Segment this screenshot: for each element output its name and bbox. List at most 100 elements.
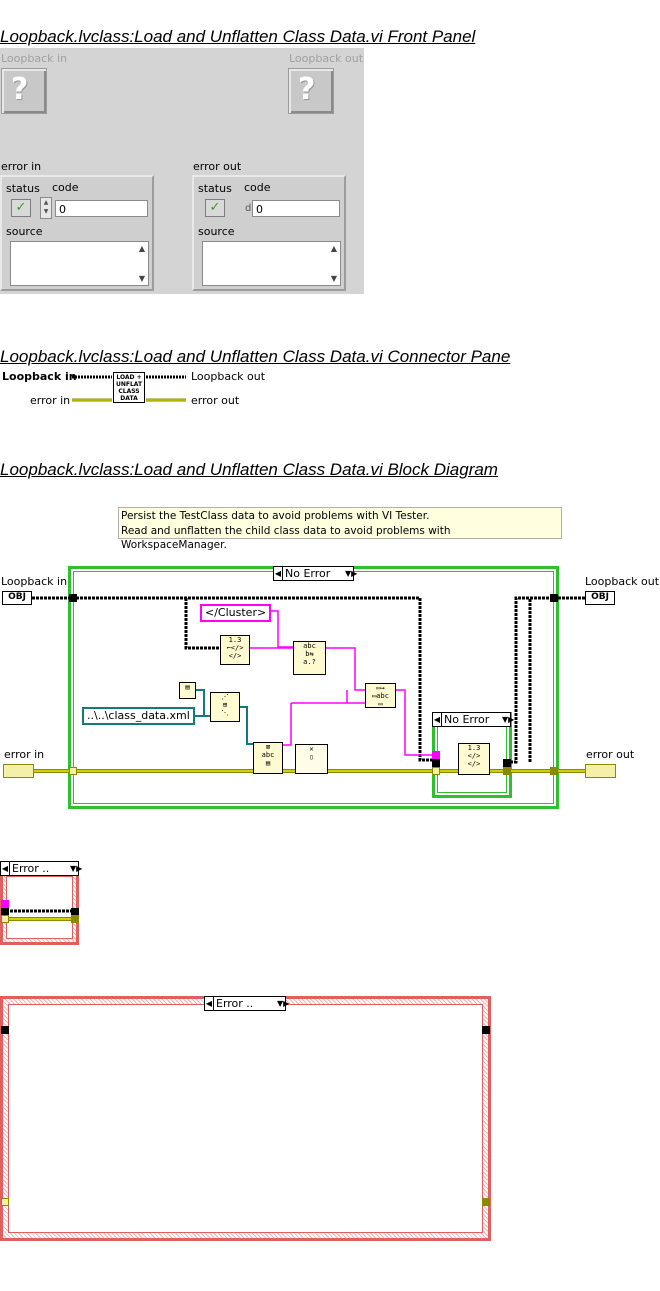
- error-out-source-label: source: [198, 225, 235, 238]
- loopback-in-control[interactable]: ?: [1, 68, 47, 114]
- error-out-status-indicator: ✓: [205, 199, 225, 217]
- front-panel-heading: Loopback.lvclass:Load and Unflatten Clas…: [0, 27, 476, 46]
- scroll-up-icon[interactable]: ▲: [330, 244, 337, 253]
- error-error-tunnel[interactable]: [1, 915, 9, 923]
- error-in-cluster[interactable]: status code ✓ ▲▼ 0 source ▲ ▼: [0, 175, 154, 291]
- bd-loopback-in-label: Loopback in: [1, 575, 68, 588]
- loopback-out-indicator: ?: [288, 68, 334, 114]
- build-path-node[interactable]: ⋰⊞⋱: [210, 692, 240, 722]
- loopback-out-label: Loopback out: [289, 52, 364, 65]
- error-in-label: error in: [1, 160, 42, 173]
- error-output-tunnel[interactable]: [550, 767, 558, 775]
- icon-line: CLASS: [118, 388, 140, 395]
- outer-error-class-out-tunnel[interactable]: [482, 1026, 490, 1034]
- bd-error-out-terminal[interactable]: [585, 764, 616, 778]
- inner-error-out-tunnel[interactable]: [503, 767, 511, 775]
- error-class-tunnel[interactable]: [1, 908, 9, 916]
- error-in-status-label: status: [6, 182, 40, 195]
- selector-dropdown-icon[interactable]: ▼▶: [70, 864, 83, 873]
- selector-left-arrow-icon[interactable]: ◀: [433, 713, 442, 726]
- error-string-tunnel[interactable]: [1, 900, 9, 908]
- selector-left-arrow-icon[interactable]: ◀: [205, 997, 214, 1010]
- unflatten-from-xml-node[interactable]: 1.3</></>: [458, 743, 490, 775]
- loopback-in-label: Loopback in: [1, 52, 68, 65]
- error-out-label: error out: [193, 160, 242, 173]
- checkmark-icon: ✓: [15, 200, 27, 215]
- read-from-text-file-node[interactable]: ⊠abc▤: [253, 742, 283, 774]
- checkmark-icon: ✓: [209, 200, 221, 215]
- error-in-status-checkbox[interactable]: ✓: [11, 199, 31, 217]
- outer-case-selector-label: No Error: [285, 567, 331, 580]
- icon-line: UNFLAT: [115, 381, 143, 388]
- outer-error-case-label: Error ..: [216, 997, 254, 1010]
- vi-icon: LOAD + UNFLAT CLASS DATA: [113, 372, 145, 403]
- error-out-code-label: code: [244, 181, 271, 194]
- cp-error-out-label: error out: [191, 394, 240, 407]
- bd-error-in-terminal[interactable]: [3, 764, 34, 778]
- cluster-tag-string-constant[interactable]: </Cluster>: [200, 604, 272, 622]
- icon-line: LOAD +: [116, 374, 142, 381]
- connector-pane-heading: Loopback.lvclass:Load and Unflatten Clas…: [0, 347, 511, 366]
- class-output-tunnel[interactable]: [550, 594, 558, 602]
- outer-error-error-in-tunnel[interactable]: [1, 1198, 9, 1206]
- concatenate-strings-node[interactable]: ▭→▭abc▭: [365, 683, 396, 708]
- outer-error-case-structure[interactable]: [0, 996, 491, 1241]
- selector-dropdown-icon[interactable]: ▼▶: [277, 999, 290, 1008]
- error-in-source-label: source: [6, 225, 43, 238]
- class-input-tunnel[interactable]: [69, 594, 77, 602]
- bd-loopback-out-terminal[interactable]: OBJ: [585, 591, 615, 605]
- bd-error-out-label: error out: [586, 748, 635, 761]
- bd-loopback-in-terminal[interactable]: OBJ: [2, 591, 32, 605]
- error-out-cluster: status code ✓ d 0 source ▲ ▼: [192, 175, 346, 291]
- inner-class-tunnel[interactable]: [432, 759, 440, 767]
- error-out-code-field: 0: [252, 200, 340, 217]
- comment-line-1: Persist the TestClass data to avoid prob…: [121, 510, 430, 522]
- error-out-source-field: ▲ ▼: [202, 241, 341, 286]
- error-in-source-field[interactable]: ▲ ▼: [10, 241, 149, 286]
- string-tunnel[interactable]: [432, 751, 440, 759]
- inner-error-tunnel[interactable]: [432, 767, 440, 775]
- error-error-out-tunnel[interactable]: [71, 915, 79, 923]
- selector-dropdown-icon[interactable]: ▼▶: [502, 715, 515, 724]
- diagram-comment: Persist the TestClass data to avoid prob…: [118, 507, 562, 551]
- close-file-node[interactable]: ✕▯: [295, 744, 328, 774]
- scroll-down-icon[interactable]: ▼: [330, 274, 337, 283]
- outer-case-selector[interactable]: ◀ No Error ▼▶: [273, 566, 358, 581]
- selector-left-arrow-icon[interactable]: ◀: [274, 567, 283, 580]
- selector-dropdown-icon[interactable]: ▼▶: [345, 569, 358, 578]
- error-out-code-radix: d: [245, 203, 252, 214]
- error-in-code-field[interactable]: 0: [55, 200, 148, 217]
- error-in-code-stepper[interactable]: ▲▼: [40, 197, 52, 219]
- inner-case-selector[interactable]: ◀ No Error ▼▶: [432, 712, 515, 727]
- error-class-out-tunnel[interactable]: [71, 908, 79, 916]
- cp-error-in-label: error in: [30, 394, 71, 407]
- error-input-tunnel[interactable]: [69, 767, 77, 775]
- current-vi-path-node[interactable]: ▤: [179, 682, 196, 699]
- icon-line: DATA: [120, 395, 138, 402]
- selector-left-arrow-icon[interactable]: ◀: [1, 862, 10, 875]
- bd-error-in-label: error in: [4, 748, 45, 761]
- outer-error-error-out-tunnel[interactable]: [482, 1198, 490, 1206]
- unknown-class-icon: ?: [298, 72, 316, 107]
- cp-loopback-in-label: Loopback in: [2, 370, 77, 383]
- unknown-class-icon: ?: [11, 72, 29, 107]
- inner-error-case-selector[interactable]: ◀ Error .. ▼▶: [0, 861, 83, 876]
- comment-line-2: Read and unflatten the child class data …: [121, 524, 451, 552]
- scroll-down-icon[interactable]: ▼: [138, 274, 145, 283]
- inner-case-selector-label: No Error: [444, 713, 490, 726]
- scroll-up-icon[interactable]: ▲: [138, 244, 145, 253]
- error-in-code-label: code: [52, 181, 79, 194]
- block-diagram-heading: Loopback.lvclass:Load and Unflatten Clas…: [0, 460, 498, 479]
- outer-error-case-selector[interactable]: ◀ Error .. ▼▶: [204, 996, 290, 1011]
- cp-loopback-out-label: Loopback out: [191, 370, 266, 383]
- bd-loopback-out-label: Loopback out: [585, 575, 660, 588]
- inner-error-case-label: Error ..: [12, 862, 50, 875]
- inner-class-out-tunnel[interactable]: [503, 759, 511, 767]
- outer-error-class-in-tunnel[interactable]: [1, 1026, 9, 1034]
- class-data-path-constant[interactable]: ..\..\class_data.xml: [82, 707, 195, 725]
- front-panel: Loopback in Loopback out ? ? error in st…: [0, 48, 364, 294]
- flatten-to-xml-node[interactable]: 1.3⌐</></>: [220, 635, 250, 665]
